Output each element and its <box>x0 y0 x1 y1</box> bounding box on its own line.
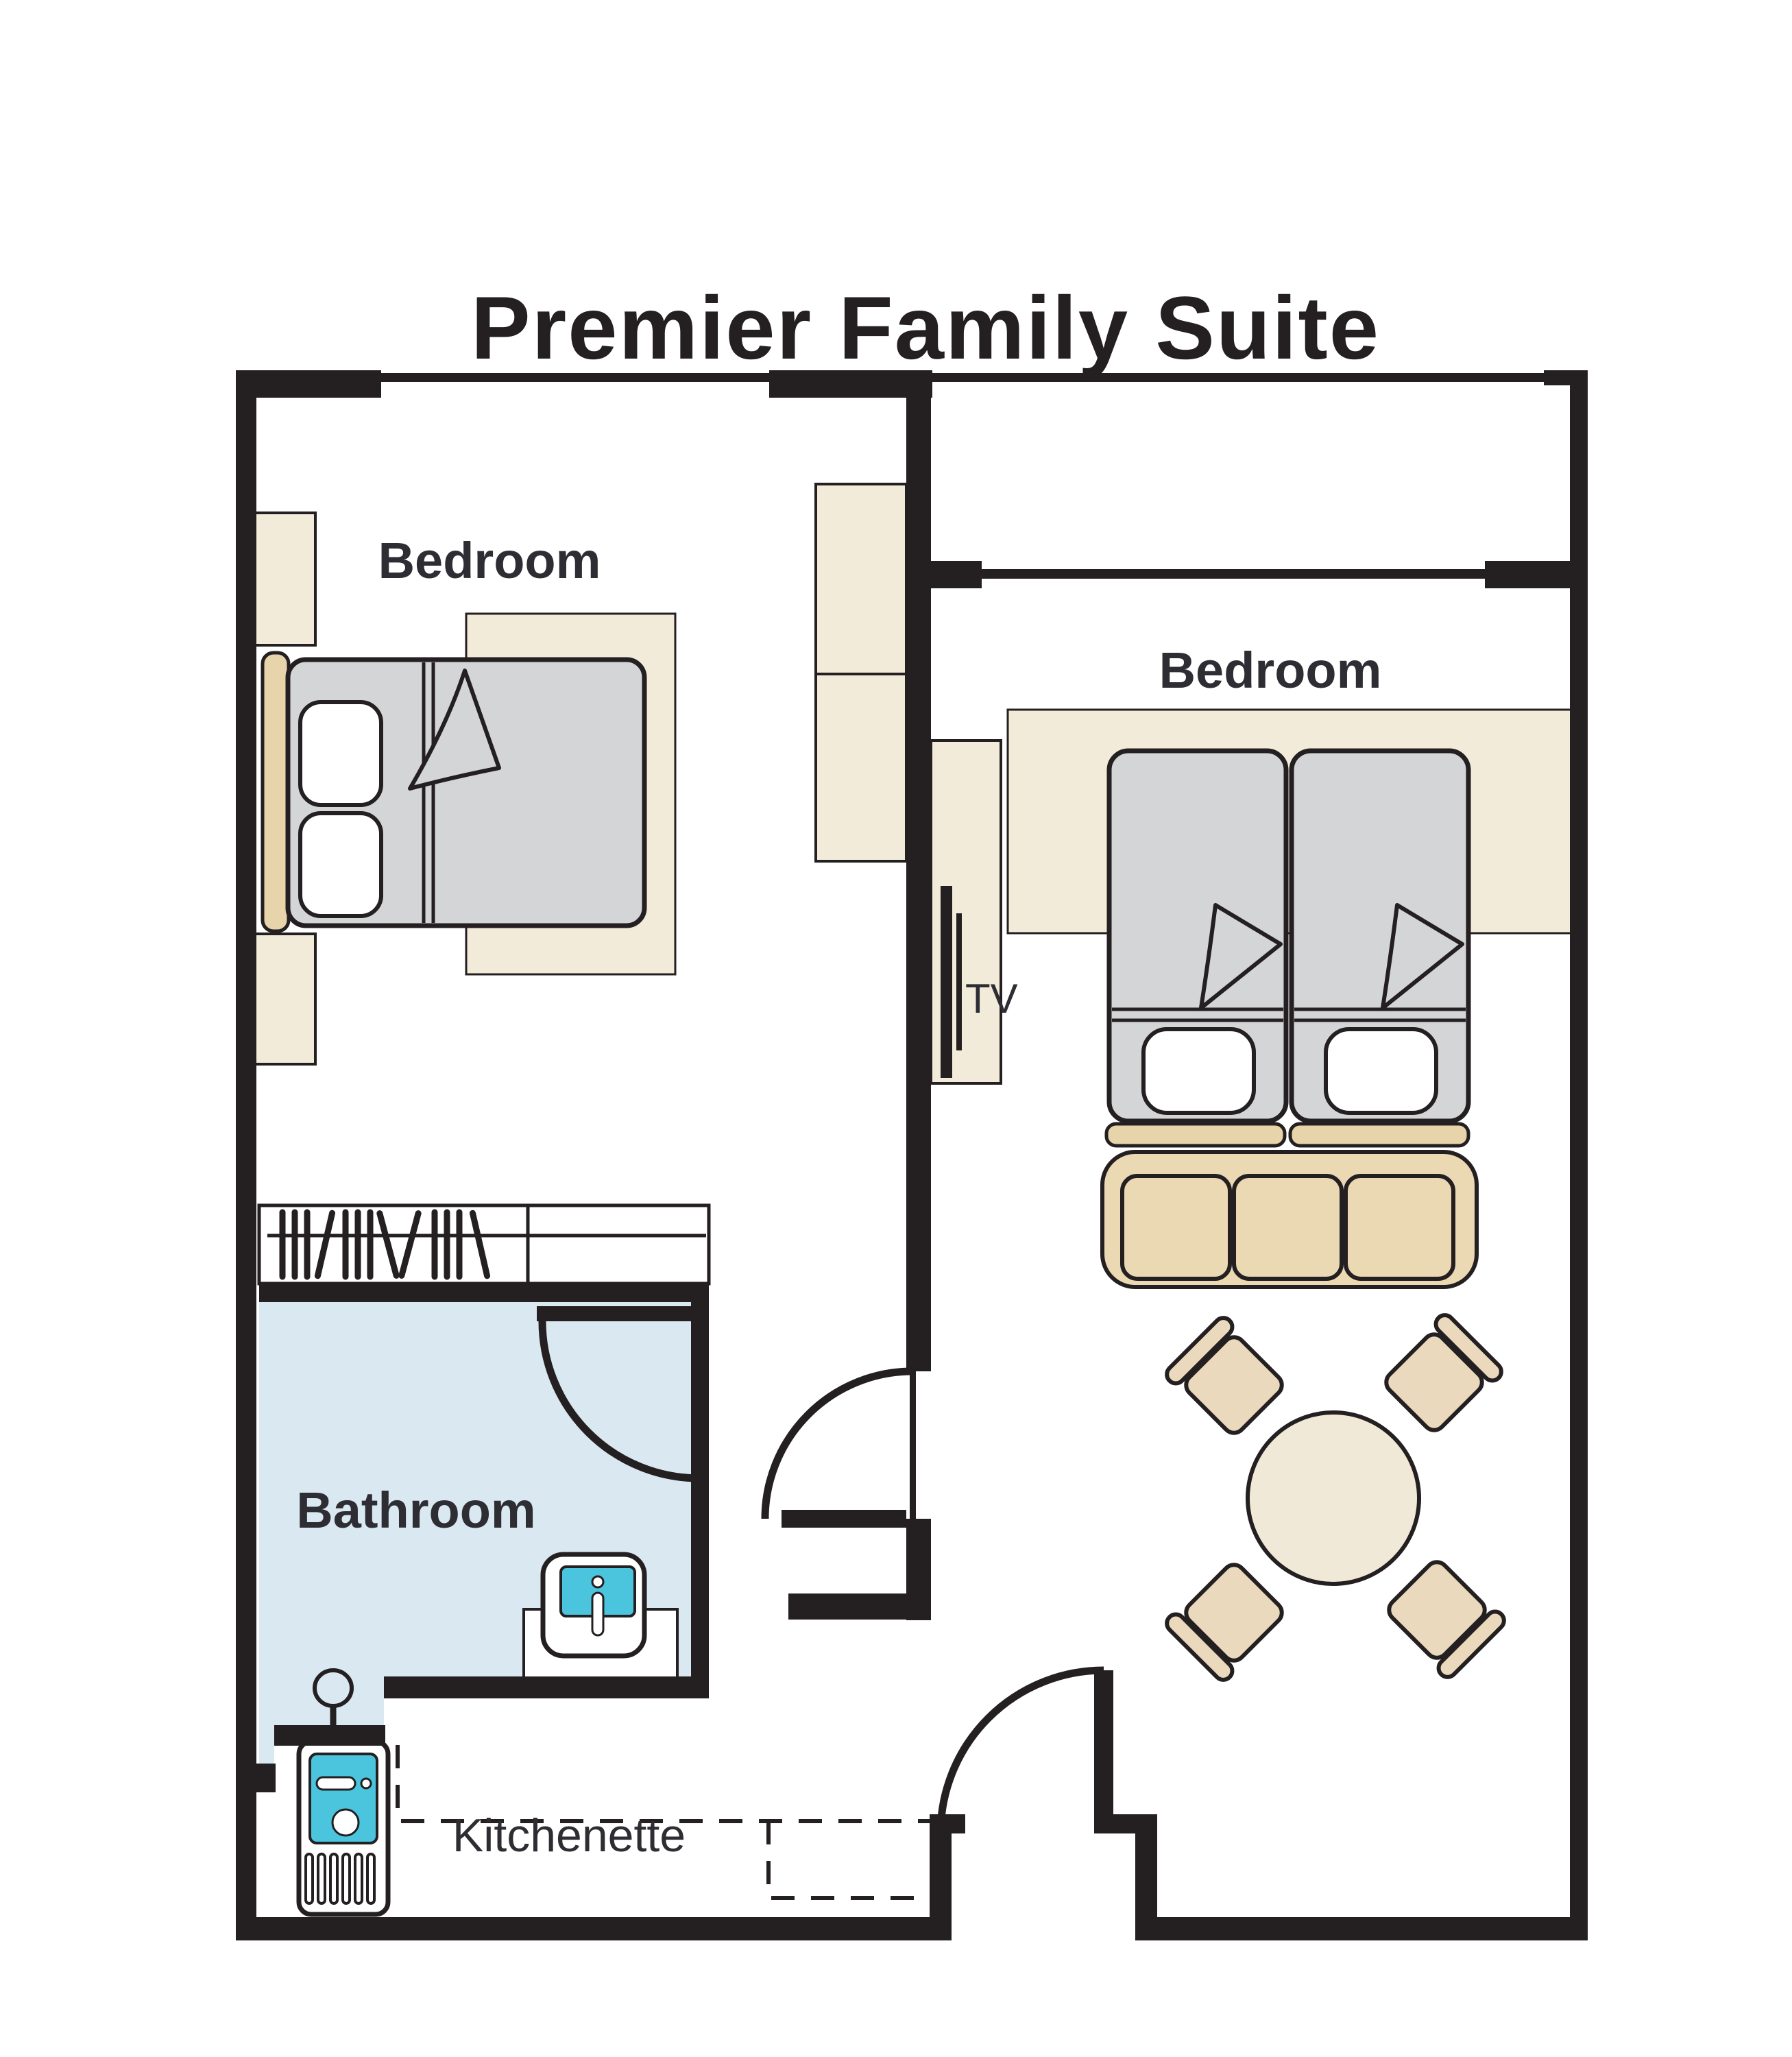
entry-step-wall-left <box>930 1814 952 1940</box>
kitchen-drain-ring <box>331 1808 360 1837</box>
hall-niche-wall-lower <box>788 1593 931 1620</box>
left-bedroom-furniture <box>244 483 908 1066</box>
hanger-stroke <box>398 1210 422 1279</box>
room-label-bedroom-left: Bedroom <box>378 532 601 589</box>
sofa-cushion-2 <box>1232 1174 1344 1281</box>
closet <box>257 1203 711 1286</box>
room-label-kitchenette: Kitchenette <box>452 1809 686 1862</box>
hall-door-arc <box>761 1367 913 1519</box>
hanger-stroke <box>469 1210 491 1279</box>
twin-bed-1-blanket-fold <box>1199 903 1283 1010</box>
hanger-stroke <box>376 1210 400 1279</box>
toilet-icon <box>313 1668 354 1708</box>
sofa-cushion-3 <box>1344 1174 1455 1281</box>
twin-bed-1 <box>1106 748 1289 1124</box>
drainer-slot <box>329 1853 339 1905</box>
wall-top-corner-left <box>236 370 381 398</box>
page-title: Premier Family Suite <box>471 278 1380 378</box>
double-bed-blanket-fold <box>408 669 501 791</box>
midwall-block-right <box>1485 561 1571 588</box>
entry-jamb-left <box>930 1814 965 1833</box>
window-top-right <box>932 373 1570 382</box>
twin-bed-2 <box>1289 748 1471 1124</box>
hall-niche-wall-upper <box>782 1510 906 1528</box>
right-bedroom-furniture <box>1006 708 1573 1682</box>
chair-seat <box>1387 1560 1487 1660</box>
wall-bottom-right <box>1135 1917 1588 1940</box>
wall-right <box>1570 370 1588 1940</box>
bathroom-step-wall <box>274 1725 385 1746</box>
bathroom-top-wall <box>259 1284 709 1302</box>
room-label-bedroom-right: Bedroom <box>1159 642 1382 699</box>
hanger-stroke <box>314 1210 336 1279</box>
drainer-slot <box>341 1853 351 1905</box>
drainer-slot <box>317 1853 326 1905</box>
twin-bed-2-pillow <box>1324 1027 1438 1115</box>
bathroom-door-arc <box>538 1321 700 1482</box>
twin-bed-2-headboard <box>1288 1122 1470 1148</box>
sink-faucet-dot <box>591 1575 605 1589</box>
partition-wall-upper <box>906 398 931 1371</box>
drainer-slot <box>354 1853 363 1905</box>
bathroom-right-wall <box>691 1302 709 1698</box>
twin-bed-1-pillow <box>1141 1027 1256 1115</box>
double-bed-pillow-2 <box>298 811 383 918</box>
hall-door-leaf <box>910 1371 916 1519</box>
double-bed-headboard <box>261 651 291 933</box>
nightstand-top <box>244 512 317 647</box>
chair-seat <box>1184 1335 1284 1435</box>
dining-chair-ne <box>1384 1313 1503 1432</box>
chair-back <box>1165 1316 1235 1386</box>
double-bed-pillow-1 <box>298 700 383 807</box>
wall-left <box>236 370 256 1940</box>
drainer-slot <box>366 1853 376 1905</box>
wall-top-center <box>769 370 932 398</box>
bathroom-bottom-wall <box>384 1676 709 1698</box>
bathroom-left-stub <box>236 1764 276 1792</box>
dining-chair-se <box>1387 1560 1506 1679</box>
kitchen-faucet-dot <box>360 1777 372 1790</box>
chair-back <box>1433 1313 1503 1383</box>
midwall-window <box>982 569 1485 579</box>
twin-bed-2-blanket-fold <box>1381 903 1464 1010</box>
entry-door-arc <box>936 1666 1104 1834</box>
twin-bed-1-headboard <box>1104 1122 1287 1148</box>
midwall-block-left <box>931 561 982 588</box>
bathroom-door-leaf <box>537 1306 708 1321</box>
dining-table <box>1246 1410 1421 1586</box>
dining-chair-nw <box>1165 1316 1284 1435</box>
tv-screen-icon <box>941 886 952 1078</box>
tv-bracket-icon <box>956 913 962 1050</box>
sofa-cushion-1 <box>1120 1174 1232 1281</box>
window-top-left <box>381 373 769 382</box>
chair-seat <box>1384 1332 1484 1432</box>
doors <box>537 1306 1113 1834</box>
drainer-slot <box>304 1853 314 1905</box>
walls <box>236 370 1588 1940</box>
entry-door-leaf <box>1094 1670 1113 1833</box>
room-label-bathroom: Bathroom <box>296 1482 535 1539</box>
tv-unit <box>930 739 1002 1085</box>
kitchen-faucet-bar <box>315 1776 356 1791</box>
entry-step-wall-right <box>1135 1814 1157 1940</box>
chair-back <box>1436 1609 1506 1679</box>
chair-back <box>1165 1612 1235 1682</box>
tv-label: TV <box>965 976 1018 1022</box>
sink-faucet-handle <box>591 1591 605 1637</box>
chair-seat <box>1184 1563 1284 1663</box>
wall-bottom-left <box>236 1917 952 1940</box>
dining-chair-sw <box>1165 1563 1284 1682</box>
